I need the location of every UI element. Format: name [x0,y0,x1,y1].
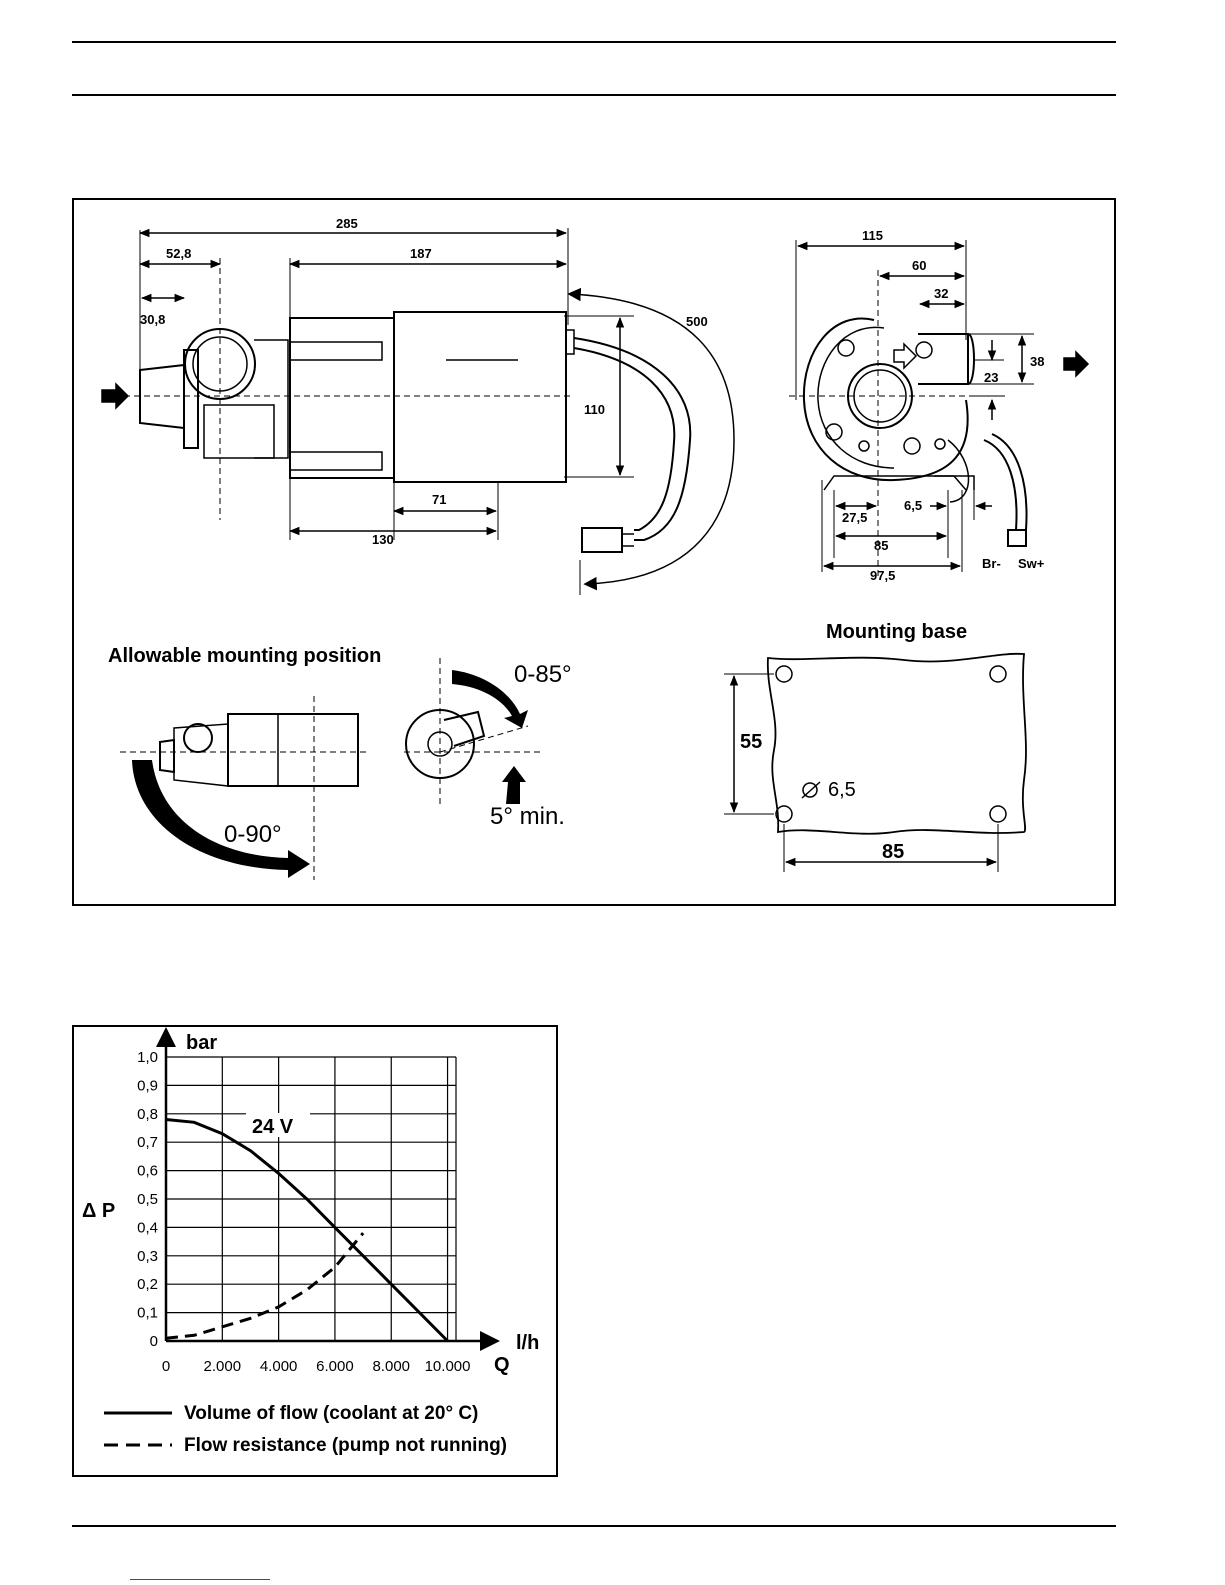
pump-front-view [789,240,1090,580]
base-height-label: 55 [740,731,762,753]
dim-outlet-height: 38 [1030,354,1044,369]
y-tick-label: 0,2 [137,1276,158,1293]
dim-cable-length: 500 [686,314,708,329]
tilt-angle-label: 0-90° [224,821,282,848]
min-angle-label: 5° min. [490,803,565,830]
dim-outlet-diameter: 23 [984,370,998,385]
y-unit-label: bar [186,1032,217,1054]
voltage-annotation: 24 V [252,1116,294,1138]
volume-flow-line [165,1118,449,1343]
dim-outlet-length: 32 [934,286,948,301]
dimension-drawing: 285 52,8 187 30,8 500 110 71 130 115 60 … [72,198,1116,906]
dim-hole-diameter: 6,5 [904,498,922,513]
dim-body-length: 187 [410,246,432,261]
dim-inlet-offset: 52,8 [166,246,191,261]
y-tick-label: 0,8 [137,1106,158,1123]
footer-rule [72,1525,1116,1527]
hole-diameter-label: 6,5 [828,779,856,801]
mounting-position-diagram [120,658,540,880]
x-tick-label: 8.000 [372,1358,410,1375]
rotate-angle-label: 0-85° [514,661,572,688]
x-tick-label: 6.000 [316,1358,354,1375]
mounting-base-title: Mounting base [826,621,967,643]
x-tick-label: 4.000 [260,1358,298,1375]
y-tick-label: 0,5 [137,1191,158,1208]
dim-bracket-width: 71 [432,492,446,507]
y-tick-label: 0,4 [137,1219,158,1236]
pump-side-view [101,228,735,595]
dim-outlet-center: 60 [912,258,926,273]
y-tick-label: 0,1 [137,1305,158,1322]
y-tick-label: 0,9 [137,1077,158,1094]
connector-label-sw: Sw+ [1018,556,1045,571]
x-unit-label: l/h [516,1332,539,1354]
legend-dashed-label: Flow resistance (pump not running) [184,1435,507,1456]
footer-link-underline[interactable] [130,1579,270,1580]
header-rule-top [72,41,1116,43]
mounting-position-title: Allowable mounting position [108,645,381,667]
connector-label-br: Br- [982,556,1001,571]
y-tick-label: 1,0 [137,1049,158,1066]
mounting-base-diagram [724,652,1027,872]
pump-performance-chart: 0 0,1 0,2 0,3 0,4 0,5 0,6 0,7 0,8 0,9 1,0 0 2.000 4.0… [72,1025,558,1477]
dim-foot-offset: 27,5 [842,510,867,525]
dim-bracket-offset: 130 [372,532,394,547]
dim-front-width: 115 [862,228,883,243]
drawing-svg: 285 52,8 187 30,8 500 110 71 130 115 60 … [101,216,1090,880]
y-tick-label: 0,7 [137,1134,158,1151]
flow-resistance-line [165,1232,365,1340]
dim-body-diameter: 110 [584,402,605,417]
x-axis-label: Q [494,1354,510,1376]
legend-solid-label: Volume of flow (coolant at 20° C) [184,1403,478,1424]
y-tick-label: 0,3 [137,1248,158,1265]
base-width-label: 85 [882,841,904,863]
dim-foot-spacing: 85 [874,538,888,553]
header-rule-bottom [72,94,1116,96]
x-tick-label: 2.000 [204,1358,242,1375]
x-tick-label: 10.000 [425,1358,471,1375]
dim-overall-length: 285 [336,216,358,231]
chart-svg: 0 0,1 0,2 0,3 0,4 0,5 0,6 0,7 0,8 0,9 1,0 0 2.000 4.0… [82,1027,539,1456]
annotation-bg [246,1113,310,1137]
y-tick-label: 0,6 [137,1163,158,1180]
y-axis-label: Δ P [82,1200,115,1222]
dim-inlet-length: 30,8 [140,312,165,327]
y-tick-label: 0 [150,1333,158,1350]
x-tick-label: 0 [162,1358,170,1375]
dim-foot-width: 97,5 [870,568,895,583]
